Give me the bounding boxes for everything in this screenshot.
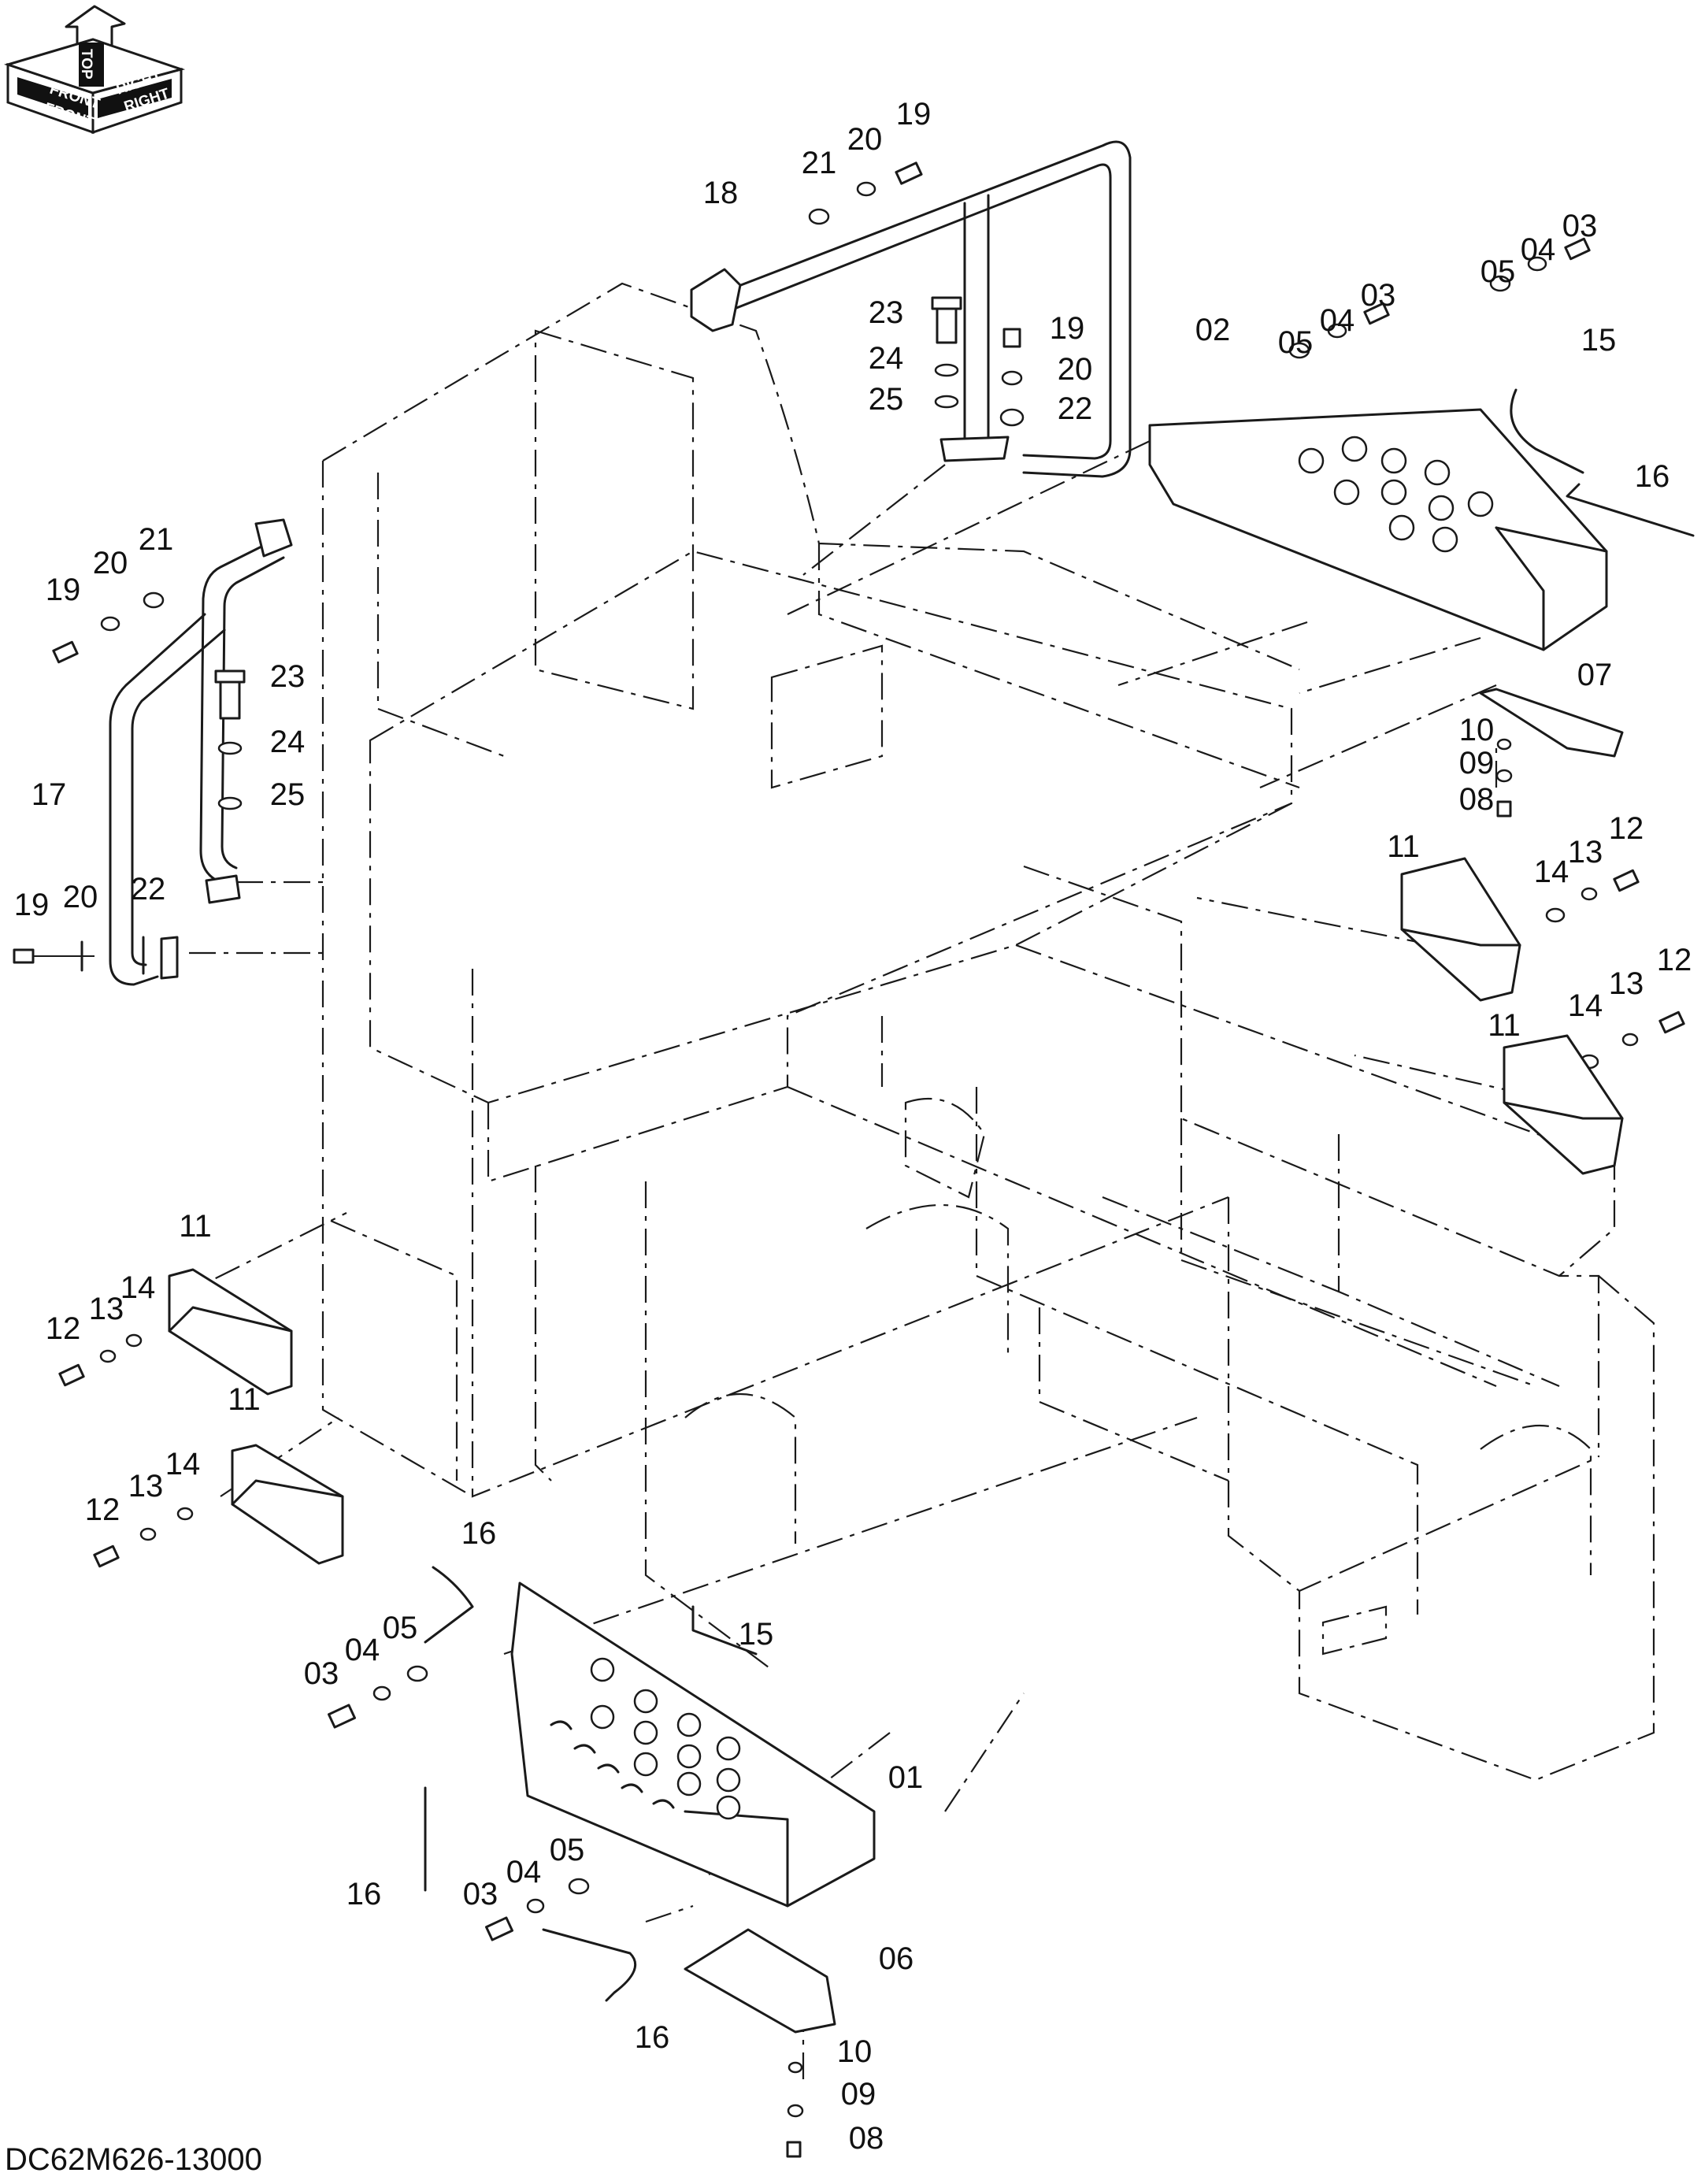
callout-c19c: 19 [46,573,81,607]
callout-c22b: 22 [131,872,166,907]
callout-c12c: 12 [46,1311,81,1346]
callout-c24a: 24 [869,341,904,376]
callout-c03a: 03 [1361,278,1396,313]
part-07-bracket [1479,688,1624,758]
callout-c04a: 04 [1320,303,1355,338]
part-01-step-panel [510,1581,876,1908]
part-06-bracket [684,1928,836,2034]
callout-c01: 01 [888,1760,924,1795]
callout-c23a: 23 [869,295,904,330]
callout-c06: 06 [879,1941,914,1976]
callout-c09b: 09 [841,2077,876,2112]
callout-c08a: 08 [1459,782,1495,817]
callout-c13c: 13 [89,1292,124,1326]
orientation-badge: FRONT FRONT TOP RIGHT RIGHT [4,5,186,135]
callout-c16d: 16 [635,2020,670,2055]
assembly-leaders [172,440,1529,2079]
callout-c03d: 03 [463,1877,498,1911]
callout-c12a: 12 [1609,811,1644,846]
drawing-number: DC62M626-13000 [5,2142,262,2177]
callout-c21a: 21 [802,146,837,180]
callout-c19b: 19 [1050,311,1085,346]
callout-c25b: 25 [270,777,306,812]
callout-c20a: 20 [847,122,883,157]
callout-c20b: 20 [1058,352,1093,387]
callout-c10a: 10 [1459,713,1495,747]
callout-c13a: 13 [1568,835,1603,870]
part-11-step-boxes [168,857,1624,1565]
part-15-16-handles-right [1510,388,1695,537]
callout-c23b: 23 [270,659,306,694]
callout-c04b: 04 [1521,232,1556,267]
callout-c05d: 05 [550,1833,585,1867]
callout-c04d: 04 [506,1855,542,1889]
callout-c19a: 19 [896,97,932,132]
callout-c05c: 05 [383,1611,418,1645]
badge-top: TOP [78,49,94,80]
callout-c20c: 20 [93,546,128,580]
callout-c16c: 16 [346,1877,382,1911]
callout-c15b: 15 [739,1617,774,1652]
callout-c22a: 22 [1058,391,1093,426]
part-02-step-panel [1148,408,1608,651]
callout-c09a: 09 [1459,746,1495,781]
callout-c03c: 03 [304,1656,339,1691]
callout-c19d: 19 [14,888,50,922]
callout-c25a: 25 [869,382,904,417]
callout-c11d: 11 [228,1382,261,1417]
callout-c14d: 14 [165,1447,201,1481]
callout-c03b: 03 [1562,209,1598,243]
part-18-grab-bar [690,140,1132,478]
callout-c05a: 05 [1278,325,1314,360]
callout-c16b: 16 [461,1516,497,1551]
callout-c11b: 11 [1488,1008,1521,1043]
callout-c15a: 15 [1581,323,1617,358]
callout-c14c: 14 [120,1270,156,1305]
callout-c11c: 11 [179,1209,212,1244]
callout-c11a: 11 [1387,829,1420,864]
callout-c18: 18 [703,176,739,210]
part-17-grab-bar [109,518,293,986]
callout-c20d: 20 [63,880,98,914]
callout-c04c: 04 [345,1633,380,1667]
callout-c24b: 24 [270,725,306,759]
callout-c13b: 13 [1609,966,1644,1001]
callout-c10b: 10 [837,2034,873,2069]
main-frame-phantom [321,282,1655,1782]
callout-c14a: 14 [1534,855,1569,889]
part-15-16-handles-left [424,1566,758,2002]
callout-c13d: 13 [128,1469,164,1504]
callout-c07: 07 [1577,658,1613,692]
callout-c17: 17 [32,777,67,812]
fasteners [13,161,1685,2158]
callout-c21b: 21 [139,522,174,557]
callout-c05b: 05 [1480,254,1516,289]
callout-c14b: 14 [1568,988,1603,1023]
callout-c16a: 16 [1635,459,1670,494]
callout-c02: 02 [1195,313,1231,347]
callout-c12b: 12 [1657,943,1692,977]
callout-c08b: 08 [849,2121,884,2156]
callout-c12d: 12 [85,1492,120,1527]
